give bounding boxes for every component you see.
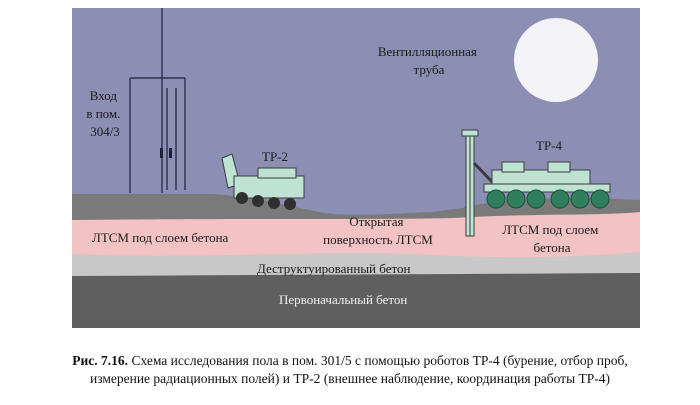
ventilation-pipe-label: Вентилляционная труба <box>378 44 480 77</box>
robot-tp2-label: ТР-2 <box>262 149 288 164</box>
concrete-surface-layer <box>72 194 640 220</box>
ltsm-right-label: ЛТСМ под слоем бетона <box>502 222 601 255</box>
open-surface-label: Открытая поверхность ЛТСМ <box>323 214 433 247</box>
ventilation-pipe-circle <box>514 18 598 102</box>
caption-figure-number: Рис. 7.16. <box>72 353 129 368</box>
figure-caption: Рис. 7.16. Схема исследования пола в пом… <box>0 352 700 388</box>
robot-tp2-icon <box>221 153 305 210</box>
ltsm-layer <box>72 210 640 258</box>
door-handle-icon <box>160 148 163 158</box>
original-concrete-label: Первоначальный бетон <box>279 292 407 307</box>
robot-tp4-icon <box>461 129 611 237</box>
entrance-doorway <box>129 8 186 193</box>
original-concrete-layer <box>72 270 640 328</box>
destructed-concrete-label: Деструктуированный бетон <box>257 261 410 276</box>
entrance-label: Вход в пом. 304/3 <box>86 88 123 139</box>
ltsm-left-label: ЛТСМ под слоем бетона <box>92 230 229 245</box>
door-handle-icon <box>169 148 172 158</box>
diagram: Вход в пом. 304/3 Вентилляционная труба … <box>72 8 640 328</box>
caption-text-1: Схема исследования пола в пом. 301/5 с п… <box>131 353 628 368</box>
caption-line-2: измерение радиационных полей) и ТР-2 (вн… <box>89 371 611 386</box>
caption-line-1: Рис. 7.16. Схема исследования пола в пом… <box>0 352 700 370</box>
robot-tp4-label: ТР-4 <box>536 138 563 153</box>
